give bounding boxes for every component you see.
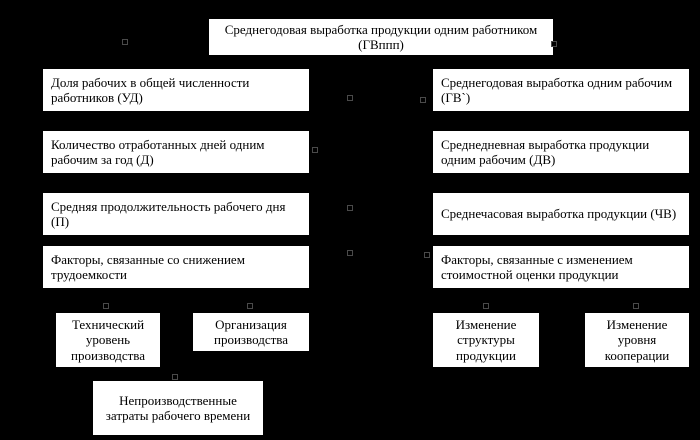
connector-handle [424,252,430,258]
node-cooperation-level-change: Изменение уровня кооперации [584,312,690,368]
node-average-annual-output-per-laborer: Среднегодовая выработка одним рабочим (Г… [432,68,690,112]
connector-handle [347,250,353,256]
connector-handle [103,303,109,309]
node-product-structure-change: Изменение структуры продукции [432,312,540,368]
node-average-working-day-length: Средняя продолжительность рабочего дня (… [42,192,310,236]
connector-handle [483,303,489,309]
connector-handle [312,147,318,153]
node-technical-level-of-production: Технический уровень производства [55,312,161,368]
connector-handle [122,39,128,45]
connector-handle [420,97,426,103]
connector-handle [551,41,557,47]
connector-handle [347,205,353,211]
connector-handle [172,374,178,380]
node-average-daily-output: Среднедневная выработка продукции одним … [432,130,690,174]
node-cost-valuation-change-factors: Факторы, связанные с изменением стоимост… [432,245,690,289]
node-days-worked-per-year: Количество отработанных дней одним рабоч… [42,130,310,174]
node-labor-intensity-reduction-factors: Факторы, связанные со снижением трудоемк… [42,245,310,289]
node-organization-of-production: Организация производства [192,312,310,352]
node-average-hourly-output: Среднечасовая выработка продукции (ЧВ) [432,192,690,236]
node-average-annual-output-per-worker: Среднегодовая выработка продукции одним … [208,18,554,56]
connector-handle [347,95,353,101]
node-share-of-workers: Доля рабочих в общей численности работни… [42,68,310,112]
connector-handle [633,303,639,309]
connector-handle [247,303,253,309]
node-nonproductive-time-losses: Непроизводственные затраты рабочего врем… [92,380,264,436]
